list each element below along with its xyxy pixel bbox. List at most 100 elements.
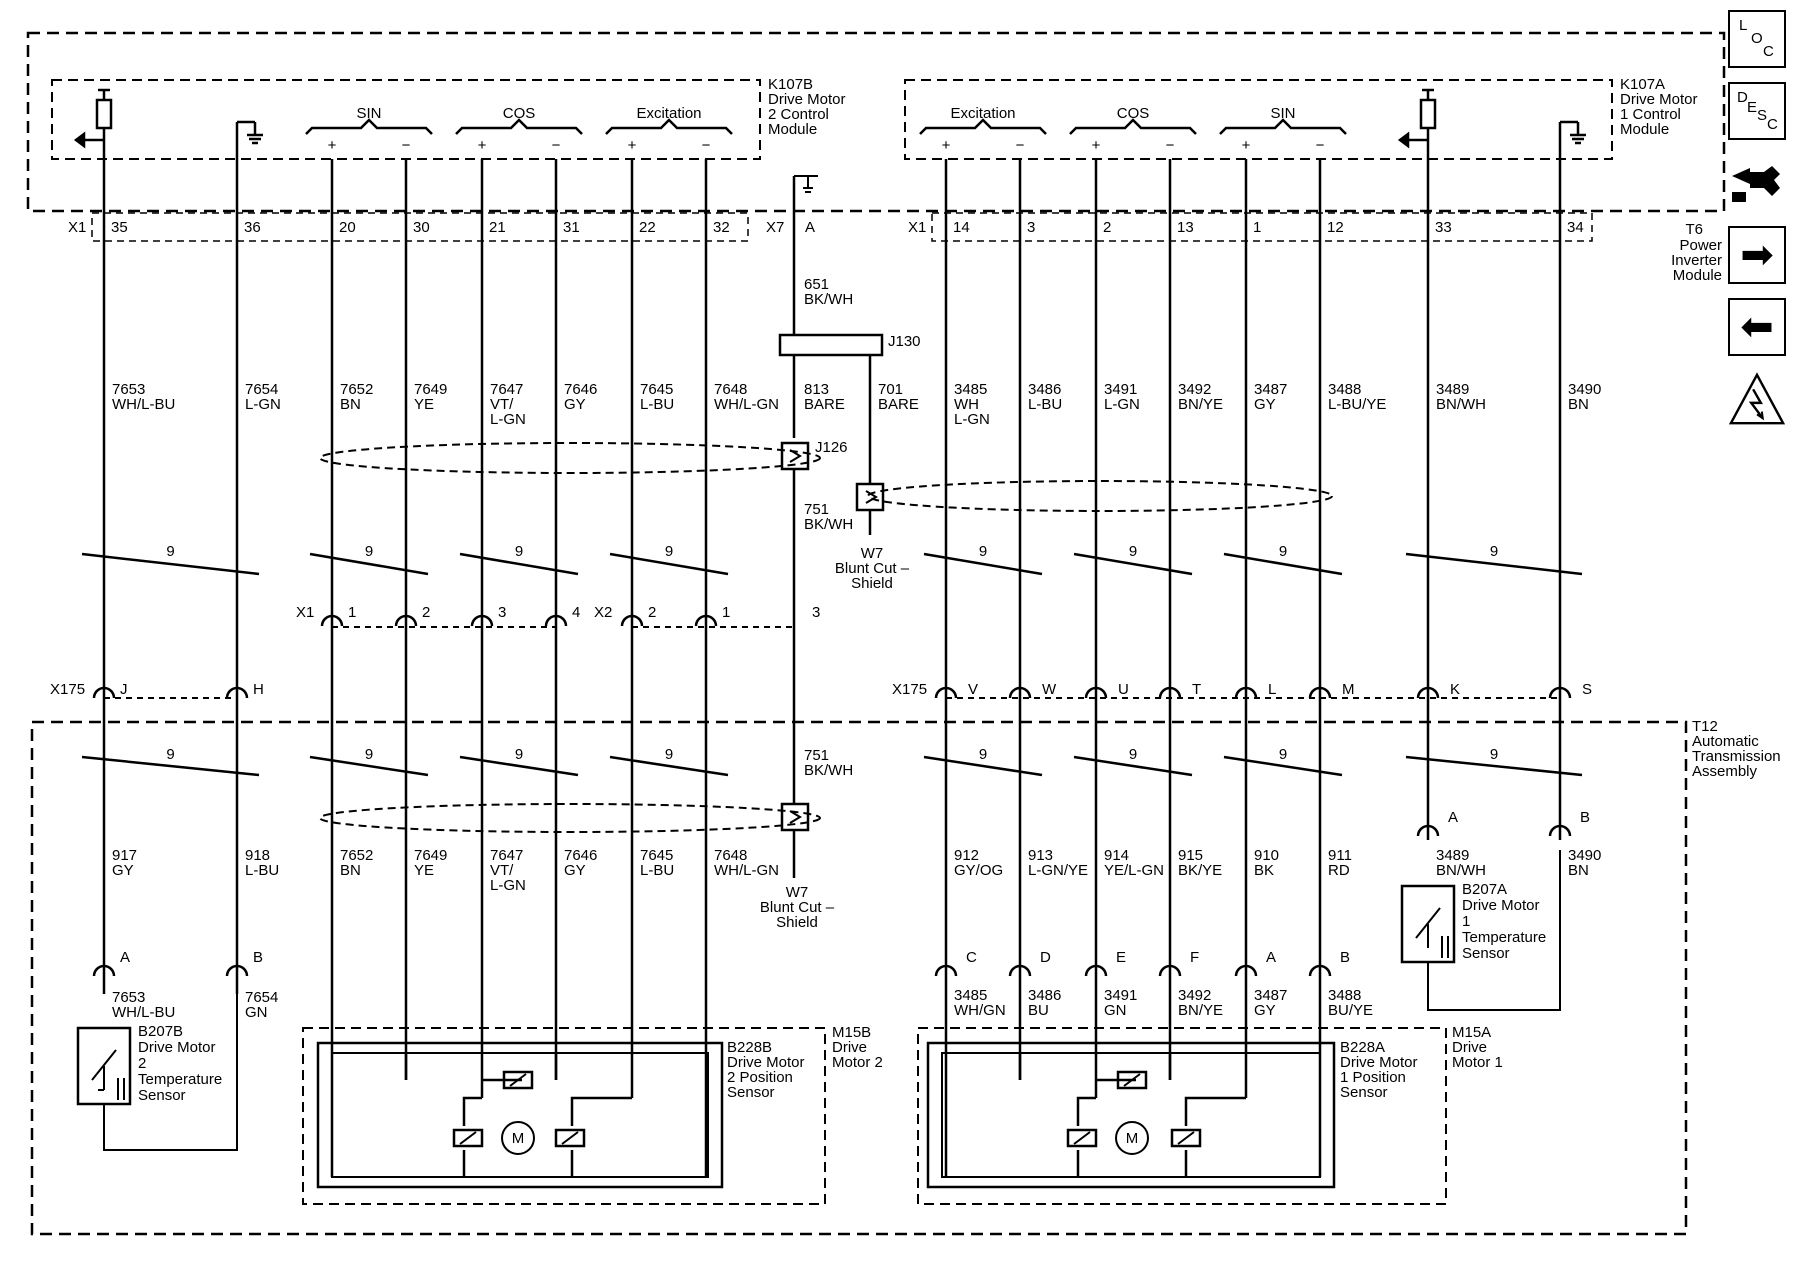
x1-left-label: X1 xyxy=(68,219,86,236)
device-wire-label: GY xyxy=(1254,1002,1276,1019)
resolver-coil xyxy=(1116,1070,1148,1090)
ground-wire-labels: 651 BK/WH 813 BARE 701 BARE 751 BK/WH 75… xyxy=(804,276,919,779)
resolver-coil xyxy=(1066,1128,1098,1148)
x175-connector xyxy=(1234,686,1258,699)
pin-polarity: − xyxy=(402,137,411,154)
device-connector xyxy=(934,964,958,977)
twist-count: 9 xyxy=(665,543,673,560)
m15a-motor-box xyxy=(917,1027,1447,1205)
shield-ellipse-lower xyxy=(319,803,821,833)
twist-mark xyxy=(1073,552,1193,576)
t12-label-line: T12 xyxy=(1692,718,1718,735)
wire-lower-label: 7652 xyxy=(340,847,373,864)
k107b-label-line: K107B xyxy=(768,76,813,93)
high-voltage-warning[interactable] xyxy=(1728,370,1786,428)
pin-label: 35 xyxy=(111,219,128,236)
wire-upper-label: L-GN xyxy=(490,411,526,428)
x2-inline-label: X2 xyxy=(594,604,612,621)
inline-connector xyxy=(470,614,494,627)
m15a-label-line: Motor 1 xyxy=(1452,1054,1503,1071)
device-wire-label: 3487 xyxy=(1254,987,1287,1004)
previous-page-button[interactable]: ⬅ xyxy=(1728,298,1786,356)
twist-count: 9 xyxy=(166,746,174,763)
next-page-button[interactable]: ➡ xyxy=(1728,226,1786,284)
m15a-label-line: M15A xyxy=(1452,1024,1491,1041)
b207b-label-line: Sensor xyxy=(138,1087,186,1104)
device-wire-label: 3485 xyxy=(954,987,987,1004)
inline-pin-label: T xyxy=(1192,681,1201,698)
twist-count: 9 xyxy=(979,543,987,560)
m15b-label-line: Motor 2 xyxy=(832,1054,883,1071)
device-wire-label: 3490 xyxy=(1568,847,1601,864)
pin-label: 14 xyxy=(953,219,970,236)
pin-label: 13 xyxy=(1177,219,1194,236)
x1-right-label: X1 xyxy=(908,219,926,236)
wire-lower-label: 913 xyxy=(1028,847,1053,864)
sensor-wire xyxy=(1076,1096,1096,1126)
device-connector xyxy=(1008,964,1032,977)
inline-pin-label: J xyxy=(120,681,128,698)
wire-upper-label: BN/WH xyxy=(1436,396,1486,413)
b207b-label: B207B Drive Motor 2 Temperature Sensor xyxy=(138,1023,222,1104)
twist-count: 9 xyxy=(1279,543,1287,560)
b228b-label-line: Drive Motor xyxy=(727,1054,805,1071)
inline-pin-label: U xyxy=(1118,681,1129,698)
b228b-label-line: Sensor xyxy=(727,1084,775,1101)
group-label: Excitation xyxy=(950,105,1015,122)
wire-upper-label: 3486 xyxy=(1028,381,1061,398)
twist-count: 9 xyxy=(665,746,673,763)
twist-count: 9 xyxy=(365,746,373,763)
m15b-label-line: M15B xyxy=(832,1024,871,1041)
twist-mark xyxy=(81,552,260,576)
wire-lower-label: GY xyxy=(112,862,134,879)
wire-lower-label: YE/L-GN xyxy=(1104,862,1164,879)
t6-label-line: Inverter xyxy=(1671,252,1722,269)
pin-polarity: + xyxy=(942,137,951,154)
pin-polarity: − xyxy=(1016,137,1025,154)
group-label: SIN xyxy=(356,105,381,122)
group-label: COS xyxy=(1117,105,1150,122)
wire-upper-label: 7649 xyxy=(414,381,447,398)
group-brace xyxy=(919,118,1047,135)
wire-upper-label: L-GN xyxy=(1104,396,1140,413)
wire-lower-label: GY xyxy=(564,862,586,879)
twist-mark xyxy=(309,755,429,777)
pin-label: 1 xyxy=(1253,219,1261,236)
wire-upper-label: L-BU xyxy=(1028,396,1062,413)
wire-upper-label: WH xyxy=(954,396,979,413)
wire-upper-label: L-GN xyxy=(954,411,990,428)
inline-pin-label: 2 xyxy=(648,604,656,621)
resolver-coil xyxy=(1177,1131,1195,1145)
arrow-right-icon: ➡ xyxy=(1740,233,1774,277)
wire-upper-label: BN xyxy=(340,396,361,413)
device-wire-label: BN xyxy=(1568,862,1589,879)
wire-upper-label: GY xyxy=(1254,396,1276,413)
inline-pin-label: L xyxy=(1268,681,1276,698)
x175-connector xyxy=(934,686,958,699)
inline-pin-label: M xyxy=(1342,681,1355,698)
twist-mark xyxy=(1223,552,1343,576)
pin-label: 21 xyxy=(489,219,506,236)
power-supply-symbol xyxy=(1419,98,1437,130)
wire-upper-label: BN/YE xyxy=(1178,396,1223,413)
description-button[interactable]: D E S C xyxy=(1728,82,1786,140)
twist-mark xyxy=(1405,552,1583,576)
location-button[interactable]: L O C xyxy=(1728,10,1786,68)
device-wire-label: GN xyxy=(1104,1002,1127,1019)
pin-label: 32 xyxy=(713,219,730,236)
t12-label: T12 Automatic Transmission Assembly xyxy=(1692,718,1781,780)
wire-lower-label: L-GN xyxy=(490,877,526,894)
pin-label: 22 xyxy=(639,219,656,236)
resolver-coil xyxy=(1170,1128,1202,1148)
m15b-motor-symbol: M xyxy=(512,1130,525,1147)
connector-button[interactable] xyxy=(1728,154,1786,212)
wire-lower-label: 7645 xyxy=(640,847,673,864)
t12-assembly-box xyxy=(30,720,1688,1236)
inline-pin-label: 1 xyxy=(348,604,356,621)
t6-label: T6 Power Inverter Module xyxy=(1671,221,1722,284)
resolver-coil xyxy=(1123,1073,1141,1087)
inline-pin-label: W xyxy=(1042,681,1057,698)
group-label: SIN xyxy=(1270,105,1295,122)
inline-pin-label: 4 xyxy=(572,604,580,621)
b207b-label-line: B207B xyxy=(138,1023,183,1040)
